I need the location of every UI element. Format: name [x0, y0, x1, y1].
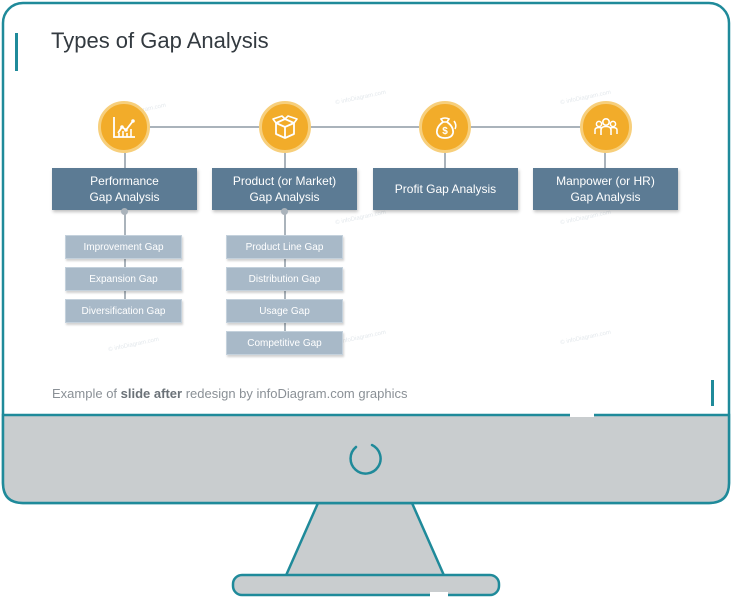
corner-accent-bar: [711, 380, 714, 406]
sub-item: Usage Gap: [226, 299, 343, 323]
category-icon-circle: [259, 101, 311, 153]
sub-item: Product Line Gap: [226, 235, 343, 259]
connector-stem: [444, 150, 446, 168]
svg-text:$: $: [442, 126, 448, 137]
category-profit: Profit Gap Analysis: [373, 168, 518, 210]
footer-caption: Example of slide after redesign by infoD…: [52, 386, 408, 401]
chart-icon: [113, 117, 135, 138]
page-title: Types of Gap Analysis: [51, 28, 269, 53]
people-icon: [594, 118, 618, 135]
category-icon-circle: $: [419, 101, 471, 153]
connector-dot: [121, 208, 128, 215]
sub-item: Competitive Gap: [226, 331, 343, 355]
category-icon-circle: [580, 101, 632, 153]
category-icon-circle: [98, 101, 150, 153]
money-bag-icon: $: [435, 117, 457, 139]
connector-stem: [124, 150, 126, 168]
category-manpower: Manpower (or HR)Gap Analysis: [533, 168, 678, 210]
box-icon: [272, 115, 298, 139]
connector-stem: [284, 150, 286, 168]
title-accent-bar: [15, 33, 18, 71]
power-icon: [349, 443, 382, 475]
sub-item: Improvement Gap: [65, 235, 182, 259]
connector-stem: [604, 150, 606, 168]
connector-dot: [281, 208, 288, 215]
category-product: Product (or Market)Gap Analysis: [212, 168, 357, 210]
sub-item: Expansion Gap: [65, 267, 182, 291]
connector-stem: [124, 212, 126, 312]
sub-item: Diversification Gap: [65, 299, 182, 323]
sub-item: Distribution Gap: [226, 267, 343, 291]
connector-line: [126, 126, 606, 128]
